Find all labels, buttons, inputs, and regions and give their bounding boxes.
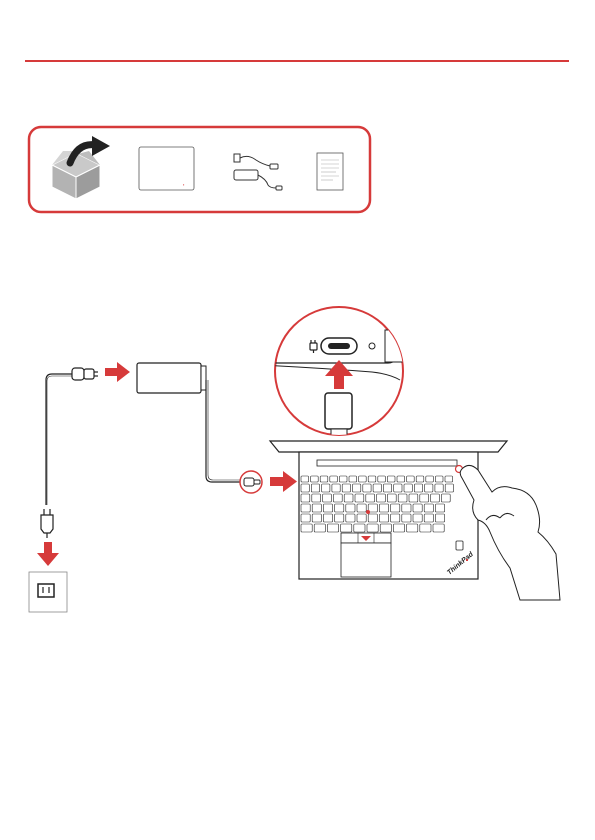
keyboard-key: [435, 514, 444, 522]
keyboard-key: [330, 476, 338, 482]
wall-outlet-icon: [29, 572, 67, 612]
keyboard-key: [332, 484, 340, 492]
keyboard-key: [342, 484, 350, 492]
keyboard-key: [407, 476, 415, 482]
keyboard-key: [353, 484, 361, 492]
keyboard-key: [387, 494, 396, 502]
keyboard-key: [323, 504, 332, 512]
keyboard-key: [349, 476, 357, 482]
keyboard-key: [339, 476, 347, 482]
keyboard-key: [425, 484, 433, 492]
keyboard-key: [312, 504, 321, 512]
keyboard-key: [424, 504, 433, 512]
keyboard-key: [323, 494, 332, 502]
usb-c-port-zoom: [260, 307, 405, 439]
keyboard-key: [341, 524, 352, 532]
keyboard-key: [413, 504, 422, 512]
keyboard-key: [377, 494, 386, 502]
keyboard-key: [414, 484, 422, 492]
keyboard-key: [402, 504, 411, 512]
box-contents-panel: ▪: [29, 127, 370, 212]
keyboard-key: [368, 476, 376, 482]
keyboard-key: [431, 494, 440, 502]
keyboard-key: [346, 514, 355, 522]
keyboard-key: [383, 484, 391, 492]
keyboard-key: [426, 476, 434, 482]
usb-c-connector-callout: [240, 471, 262, 493]
keyboard-key: [391, 504, 400, 512]
keyboard-key: [441, 494, 450, 502]
keyboard-key: [344, 494, 353, 502]
keyboard-key: [354, 524, 365, 532]
cord-to-adapter-arrow: [105, 362, 130, 382]
keyboard-key: [416, 476, 424, 482]
keyboard-key: [311, 476, 319, 482]
keyboard-key: [335, 514, 344, 522]
keyboard-key: [407, 524, 418, 532]
keyboard-key: [357, 514, 366, 522]
keyboard-key: [435, 504, 444, 512]
keyboard-key: [379, 514, 388, 522]
keyboard-key: [312, 494, 321, 502]
keyboard-key: [367, 524, 378, 532]
keyboard-key: [420, 494, 429, 502]
keyboard-key: [322, 484, 330, 492]
keyboard-key: [335, 504, 344, 512]
keyboard-key: [435, 484, 443, 492]
cord-connector-icon: [72, 368, 98, 380]
keyboard-key: [445, 484, 453, 492]
keyboard-key: [435, 476, 443, 482]
laptop-lid-icon: ▪: [139, 147, 194, 190]
keyboard-key: [373, 484, 381, 492]
keyboard-key: [445, 476, 453, 482]
keyboard-key: [378, 476, 386, 482]
keyboard-key: [327, 524, 338, 532]
usb-c-cable: [206, 380, 240, 482]
keyboard-key: [391, 514, 400, 522]
keyboard-key: [301, 514, 310, 522]
keyboard-key: [301, 484, 309, 492]
keyboard-key: [368, 514, 377, 522]
documents-icon: [317, 153, 343, 190]
keyboard-key: [379, 504, 388, 512]
keyboard-key: [359, 476, 367, 482]
ac-adapter-icon: [137, 363, 206, 393]
keyboard-key: [312, 514, 321, 522]
keyboard-key: [355, 494, 364, 502]
keyboard-key: [311, 484, 319, 492]
keyboard-key: [323, 514, 332, 522]
keyboard-key: [420, 524, 431, 532]
keyboard-key: [346, 504, 355, 512]
power-cord: [46, 374, 72, 505]
keyboard-key: [433, 524, 444, 532]
keyboard-key: [301, 494, 310, 502]
keyboard-key: [320, 476, 328, 482]
keyboard-key: [314, 524, 325, 532]
plug-down-arrow: [37, 542, 59, 566]
keyboard-key: [333, 494, 342, 502]
power-plug-icon: [41, 509, 53, 538]
trackpoint: [366, 510, 370, 514]
keyboard-key: [380, 524, 391, 532]
keyboard-key: [387, 476, 395, 482]
keyboard-key: [398, 494, 407, 502]
keyboard-key: [404, 484, 412, 492]
keyboard-key: [413, 514, 422, 522]
keyboard-key: [301, 504, 310, 512]
keyboard-key: [409, 494, 418, 502]
laptop-illustration: ThinkPad: [270, 441, 507, 579]
keyboard-key: [394, 484, 402, 492]
keyboard-key: [397, 476, 405, 482]
keyboard-key: [301, 524, 312, 532]
keyboard-key: [424, 514, 433, 522]
keyboard-key: [357, 504, 366, 512]
keyboard-key: [363, 484, 371, 492]
usb-c-to-laptop-arrow: [270, 471, 297, 492]
keyboard-key: [301, 476, 309, 482]
keyboard-key: [393, 524, 404, 532]
keyboard-key: [366, 494, 375, 502]
keyboard-key: [402, 514, 411, 522]
